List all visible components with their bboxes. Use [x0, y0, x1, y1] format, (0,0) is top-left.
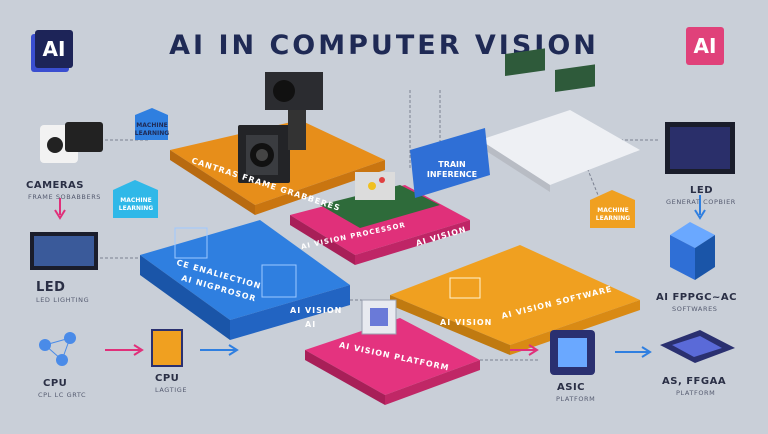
- cpu-a-label: CPU: [43, 378, 68, 389]
- platform-orange-right: [390, 245, 640, 355]
- label-blue-left-4: AI: [305, 320, 317, 329]
- led-left-sub: LED LIGHTING: [36, 296, 90, 304]
- led-right-label: LED: [690, 185, 714, 196]
- tag-ml-1-shape: [135, 108, 168, 140]
- tag-machine-learning-3: MACHINE LEARNING: [595, 207, 631, 222]
- cpu-network-icon: [39, 332, 76, 366]
- cpu-b-sub: LAGTIGE: [155, 386, 188, 394]
- fpga2-sub: PLATFORM: [676, 389, 716, 397]
- cameras-icon: [40, 122, 103, 163]
- led-right-sub: GENERAT COPBIER: [666, 198, 736, 206]
- tag-train-inference: TRAIN INFERENCE: [426, 160, 478, 179]
- fpga-label: AI FPPGC~AC: [656, 292, 737, 303]
- cameras-sub: FRAME SOBABBERS: [28, 193, 102, 201]
- cpu-chip-icon: [151, 329, 183, 367]
- led-left-label: LED: [36, 280, 66, 295]
- asic-sub: PLATFORM: [556, 395, 596, 403]
- cpu-b-label: CPU: [155, 373, 180, 384]
- tag-ml-3-shape: [590, 190, 635, 228]
- tag-machine-learning-1: MACHINE LEARNING: [134, 122, 170, 137]
- circuit-panel-icon: [665, 122, 735, 174]
- camera-icon: [238, 72, 323, 183]
- arrow-icon: [54, 195, 706, 358]
- fpga-cube-icon: [670, 222, 715, 280]
- ai-logo-right-text: AI: [693, 34, 717, 58]
- circuit-board-icon: [320, 172, 440, 228]
- asic-chip-icon: [550, 330, 595, 375]
- platform-blue-left: [140, 220, 350, 340]
- tag-machine-learning-2: MACHINE LEARNING: [118, 197, 154, 212]
- ai-logo-left: AI: [35, 30, 73, 68]
- tag-ml-2-shape: [113, 180, 158, 218]
- fpga2-label: AS, FFGAA: [662, 376, 727, 387]
- label-blue-left-3: AI VISION: [290, 306, 343, 315]
- ai-logo-right: AI: [686, 27, 724, 65]
- cpu-a-sub: CPL LC GRTC: [38, 391, 87, 399]
- train-inference-box: [410, 128, 490, 198]
- platform-magenta-bottom: [305, 299, 480, 405]
- fpga-sub: SOFTWARES: [672, 305, 718, 313]
- cameras-label: CAMERAS: [26, 180, 85, 191]
- platform-white-top-right: [480, 48, 640, 192]
- asic-label: ASIC: [557, 382, 586, 393]
- label-orange-right-1: AI VISION: [440, 318, 493, 327]
- ai-logo-left-text: AI: [42, 37, 66, 61]
- fpga-board-icon: [660, 330, 735, 363]
- monitor-icon: [30, 232, 98, 270]
